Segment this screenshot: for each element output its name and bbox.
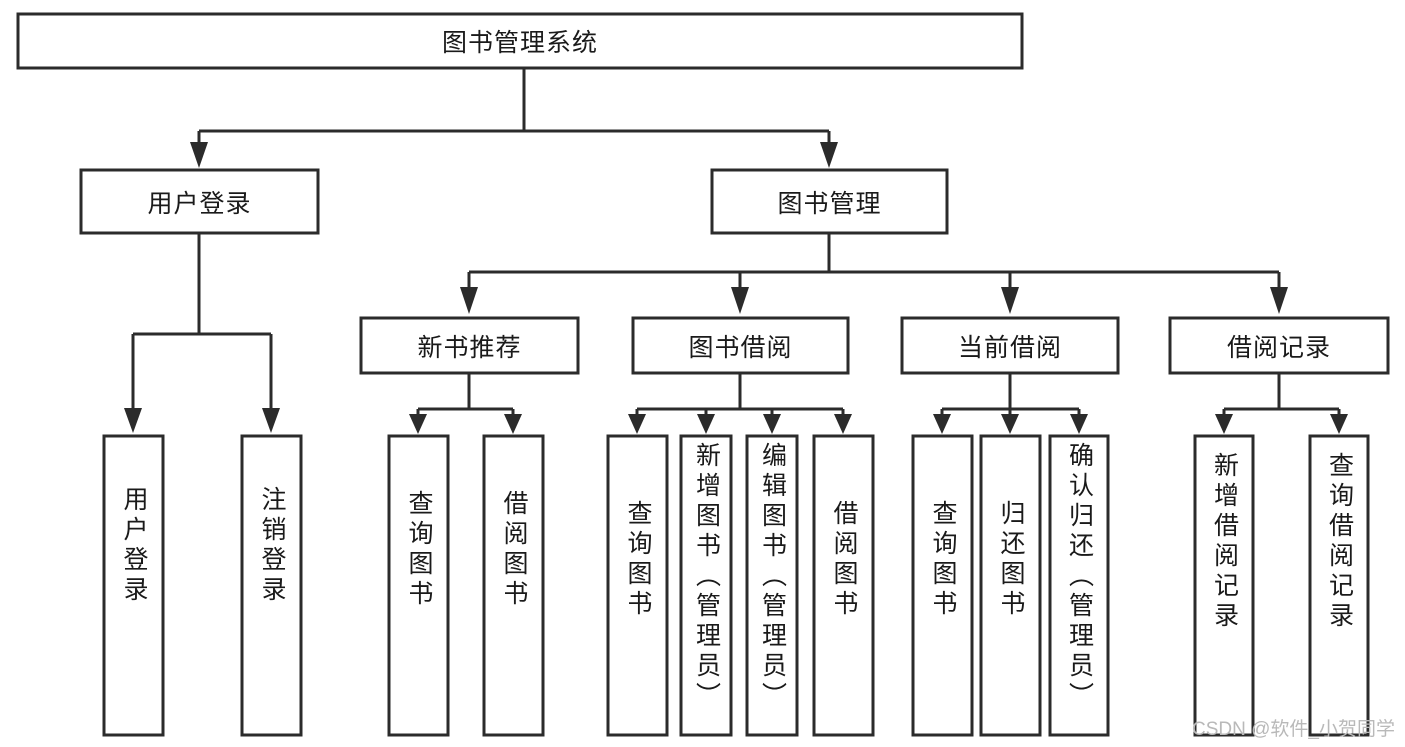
leaf-box-query-book-3[interactable] [911, 434, 974, 737]
leaf-box-borrow-book-1[interactable] [482, 434, 545, 737]
arrowhead-leaf-query-book-1 [409, 414, 427, 434]
node-box-book-borrow[interactable] [631, 316, 850, 375]
arrowhead-leaf-query-borrow-record [1330, 414, 1348, 434]
node-box-new-book-recommend[interactable] [359, 316, 580, 375]
arrowhead-leaf-logout [262, 408, 280, 433]
arrowhead-leaf-query-book-3 [933, 414, 951, 434]
leaf-box-borrow-book-2[interactable] [812, 434, 875, 737]
arrowhead-leaf-borrow-book-1 [504, 414, 522, 434]
arrowhead-leaf-add-book-admin [697, 414, 715, 434]
arrowhead-leaf-edit-book-admin [763, 414, 781, 434]
node-box-book-management[interactable] [710, 168, 949, 235]
leaf-box-query-book-2[interactable] [606, 434, 669, 737]
arrowhead-leaf-borrow-book-2 [834, 414, 852, 434]
leaf-box-user-login[interactable] [102, 434, 165, 737]
arrowhead-leaf-user-login [124, 408, 142, 433]
leaf-box-query-book-1[interactable] [387, 434, 450, 737]
arrowhead-leaf-confirm-return [1070, 414, 1088, 434]
arrowhead-leaf-return-book [1001, 414, 1019, 434]
edge-currentborrow-to-leaves [933, 373, 1088, 434]
node-box-user-login[interactable] [79, 168, 320, 235]
edge-bookmgmt-to-level3 [460, 233, 1288, 314]
edge-userlogin-to-leaves [124, 233, 280, 433]
arrowhead-borrow-record [1270, 287, 1288, 314]
node-box-root[interactable] [16, 12, 1024, 70]
leaf-box-logout[interactable] [240, 434, 303, 737]
arrowhead-leaf-add-borrow-record [1215, 414, 1233, 434]
edge-bookborrow-to-leaves [628, 373, 852, 434]
arrowhead-leaf-query-book-2 [628, 414, 646, 434]
arrowhead-book-management [820, 142, 838, 168]
leaf-box-add-book-admin[interactable] [679, 434, 733, 737]
node-box-current-borrow[interactable] [900, 316, 1120, 375]
arrowhead-new-book-recommend [460, 287, 478, 314]
arrowhead-user-login [190, 142, 208, 168]
node-box-borrow-record[interactable] [1168, 316, 1390, 375]
arrowhead-book-borrow [731, 287, 749, 314]
leaf-box-edit-book-admin[interactable] [745, 434, 799, 737]
edge-root-to-level2 [190, 68, 838, 168]
arrowhead-current-borrow [1001, 287, 1019, 314]
leaf-box-return-book[interactable] [979, 434, 1042, 737]
leaf-box-confirm-return-admin[interactable] [1048, 434, 1110, 737]
leaf-box-query-borrow-record[interactable] [1308, 434, 1370, 737]
edge-newbook-to-leaves [409, 373, 522, 434]
leaf-box-add-borrow-record[interactable] [1193, 434, 1255, 737]
edge-borrowrecord-to-leaves [1215, 373, 1348, 434]
